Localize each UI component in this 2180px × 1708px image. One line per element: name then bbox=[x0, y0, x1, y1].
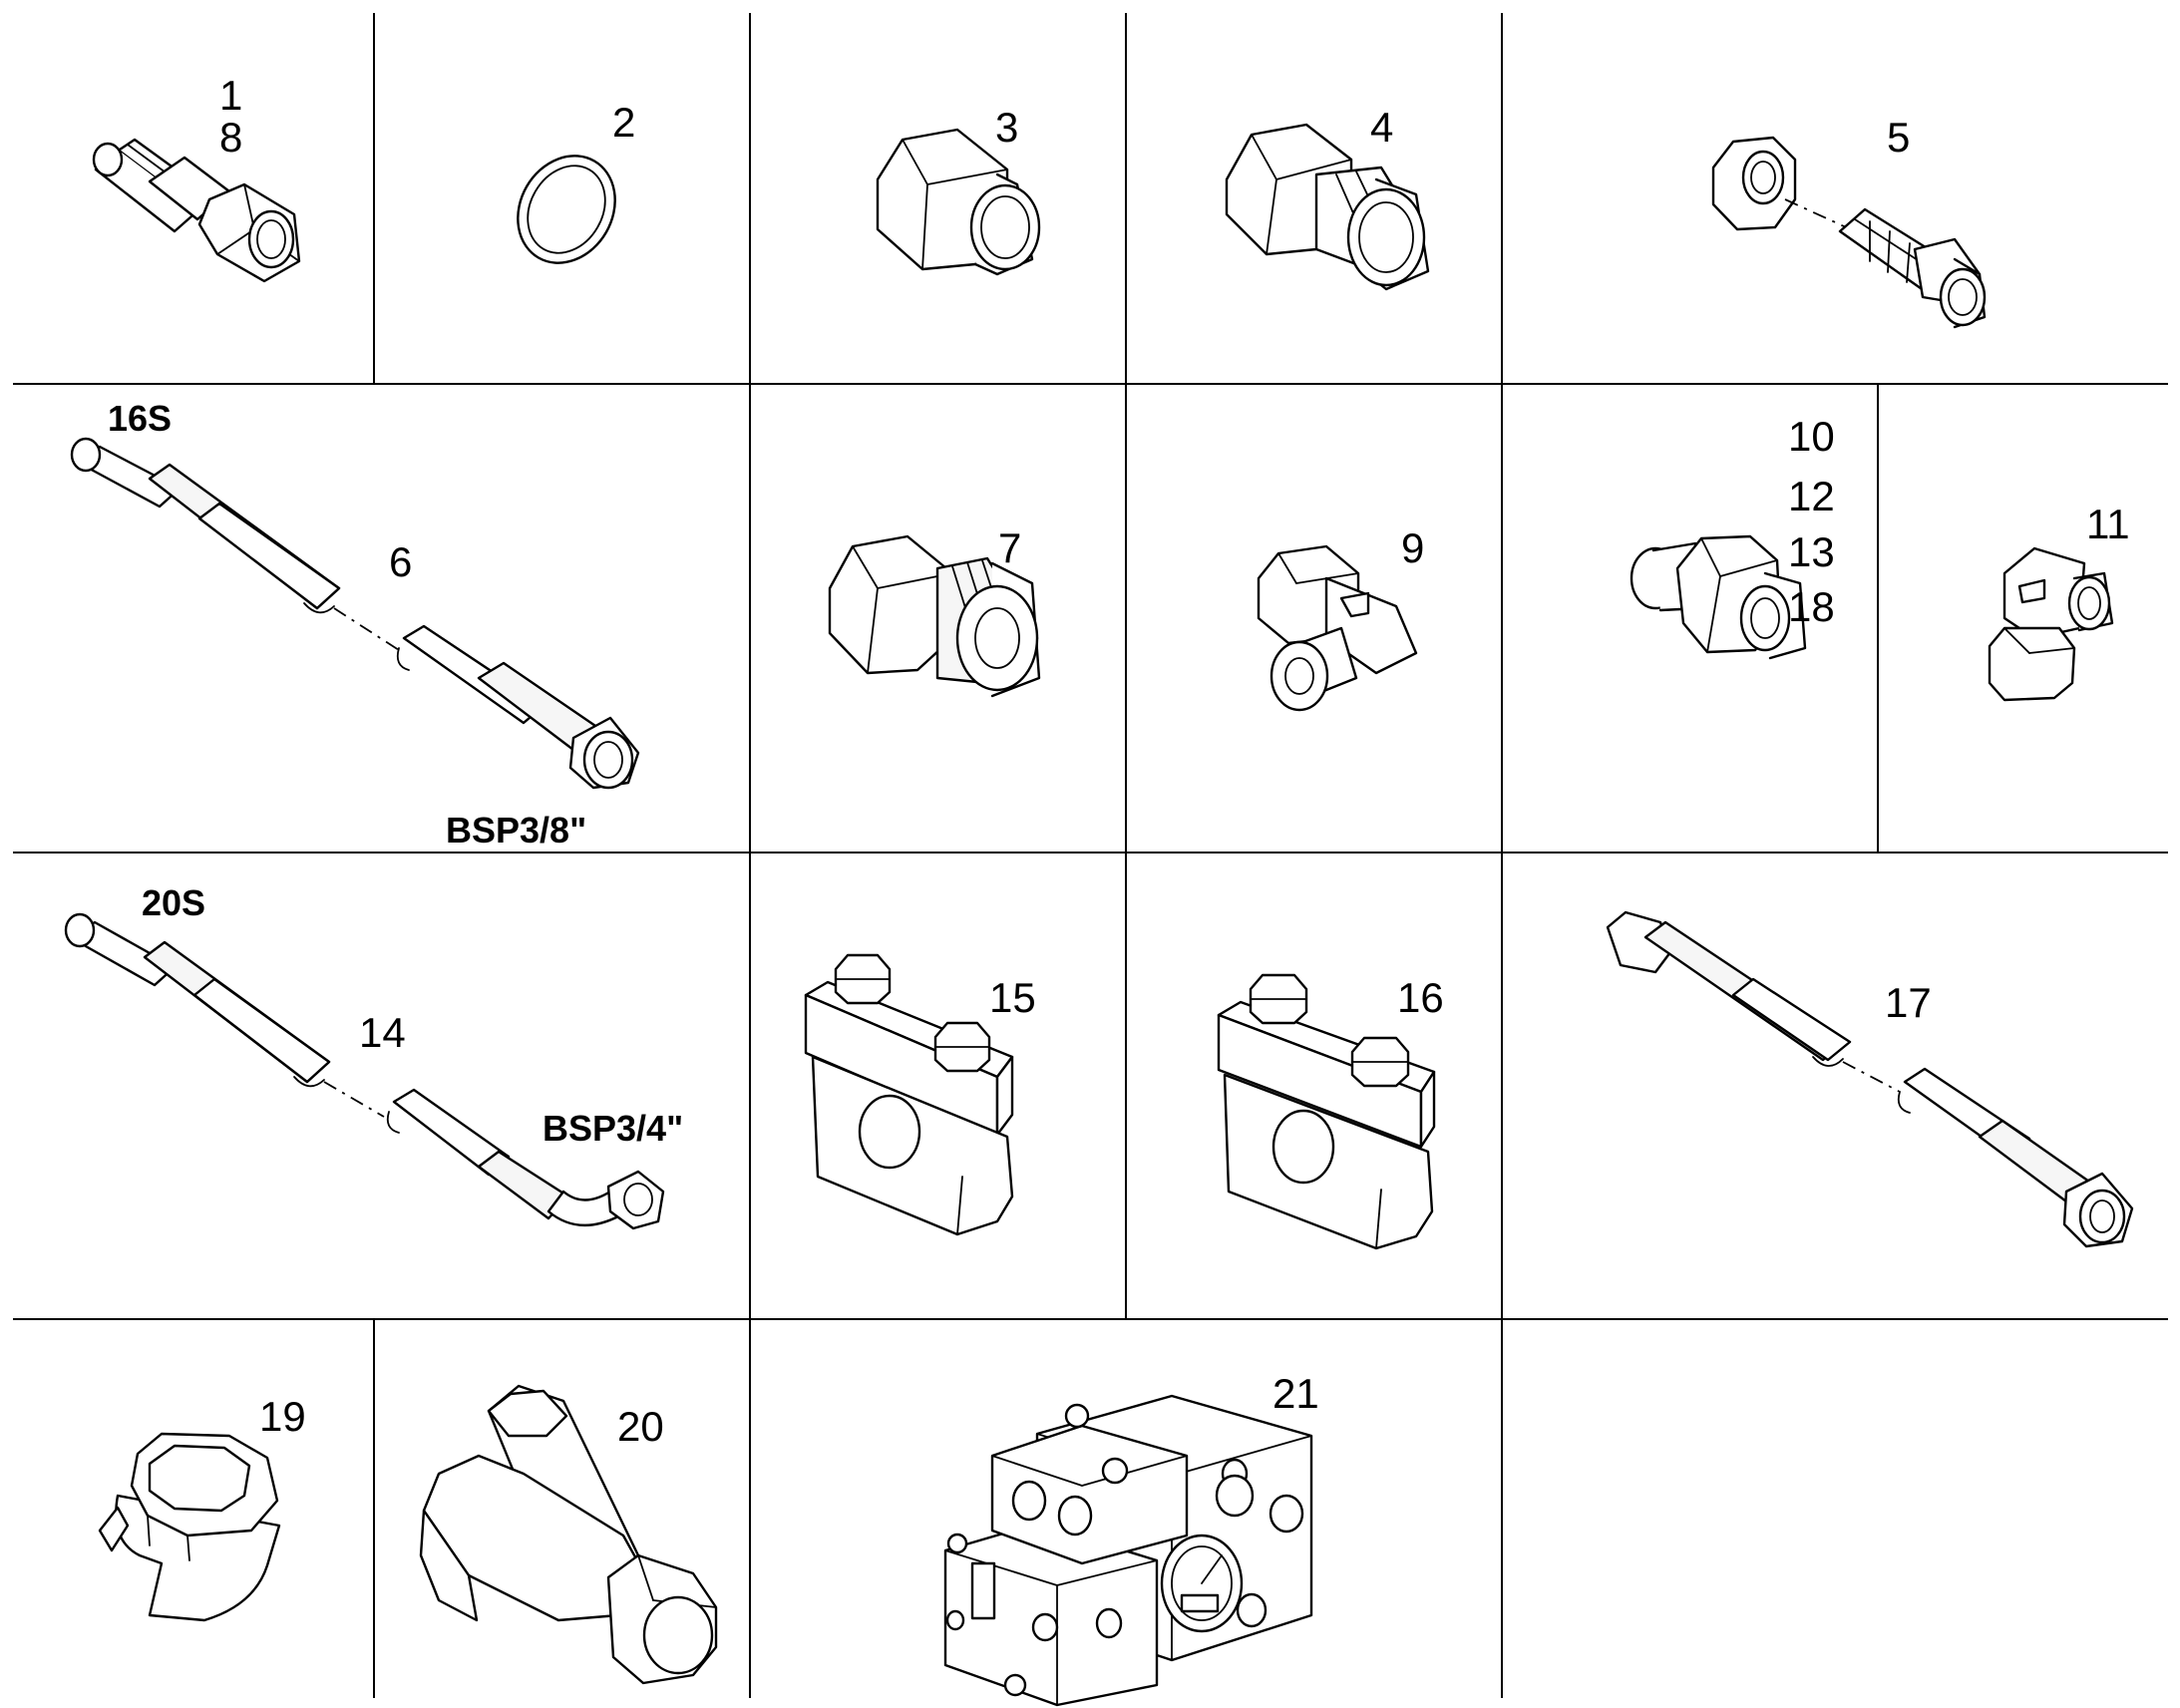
part-4-bulkhead-adapter: 4 bbox=[1225, 104, 1430, 291]
label-14: 14 bbox=[359, 1009, 406, 1056]
label-1: 1 bbox=[219, 72, 242, 119]
part-6-hose: 16S 6 BSP3/8" bbox=[70, 398, 640, 851]
label-bsp-3-8: BSP3/8" bbox=[446, 810, 586, 851]
label-10: 10 bbox=[1788, 413, 1835, 460]
label-13: 13 bbox=[1788, 528, 1835, 575]
label-5: 5 bbox=[1887, 114, 1910, 161]
label-16: 16 bbox=[1397, 974, 1444, 1021]
label-20s: 20S bbox=[142, 882, 205, 923]
label-15: 15 bbox=[989, 974, 1036, 1021]
label-12: 12 bbox=[1788, 473, 1835, 519]
part-15-pipe-clamp: 15 bbox=[804, 953, 1036, 1236]
part-7-quick-coupling: 7 bbox=[828, 524, 1041, 698]
label-7: 7 bbox=[998, 524, 1021, 571]
part-2-seal-ring: 2 bbox=[517, 99, 635, 264]
label-6: 6 bbox=[389, 538, 412, 585]
label-16s: 16S bbox=[108, 398, 172, 439]
label-9: 9 bbox=[1401, 524, 1424, 571]
part-16-pipe-clamp: 16 bbox=[1217, 973, 1444, 1250]
part-21-valve-block: 21 bbox=[943, 1370, 1319, 1707]
label-18: 18 bbox=[1788, 583, 1835, 630]
label-19: 19 bbox=[259, 1393, 306, 1440]
part-20-y-strainer: 20 bbox=[419, 1384, 718, 1685]
label-20: 20 bbox=[617, 1403, 664, 1450]
part-10-12-13-18-male-adapter: 10 12 13 18 bbox=[1630, 413, 1835, 660]
part-11-tee: 11 bbox=[1988, 501, 2130, 702]
part-14-hose: 20S 14 BSP3/4" bbox=[64, 882, 683, 1230]
part-1-8-adapter: 1 8 bbox=[92, 72, 301, 283]
label-11: 11 bbox=[2086, 501, 2130, 547]
part-17-hose: 17 bbox=[1606, 910, 2134, 1248]
part-5-nut-and-adapter: 5 bbox=[1711, 114, 1987, 329]
label-3: 3 bbox=[995, 104, 1018, 151]
label-21: 21 bbox=[1272, 1370, 1319, 1417]
label-bsp-3-4: BSP3/4" bbox=[543, 1108, 683, 1149]
grid bbox=[13, 13, 2168, 1698]
part-3-female-adapter: 3 bbox=[876, 104, 1041, 276]
part-9-elbow: 9 bbox=[1257, 524, 1424, 712]
label-8: 8 bbox=[219, 114, 242, 161]
label-2: 2 bbox=[612, 99, 635, 146]
label-4: 4 bbox=[1370, 104, 1393, 151]
part-19-quick-coupler: 19 bbox=[98, 1393, 306, 1622]
label-17: 17 bbox=[1885, 979, 1932, 1026]
